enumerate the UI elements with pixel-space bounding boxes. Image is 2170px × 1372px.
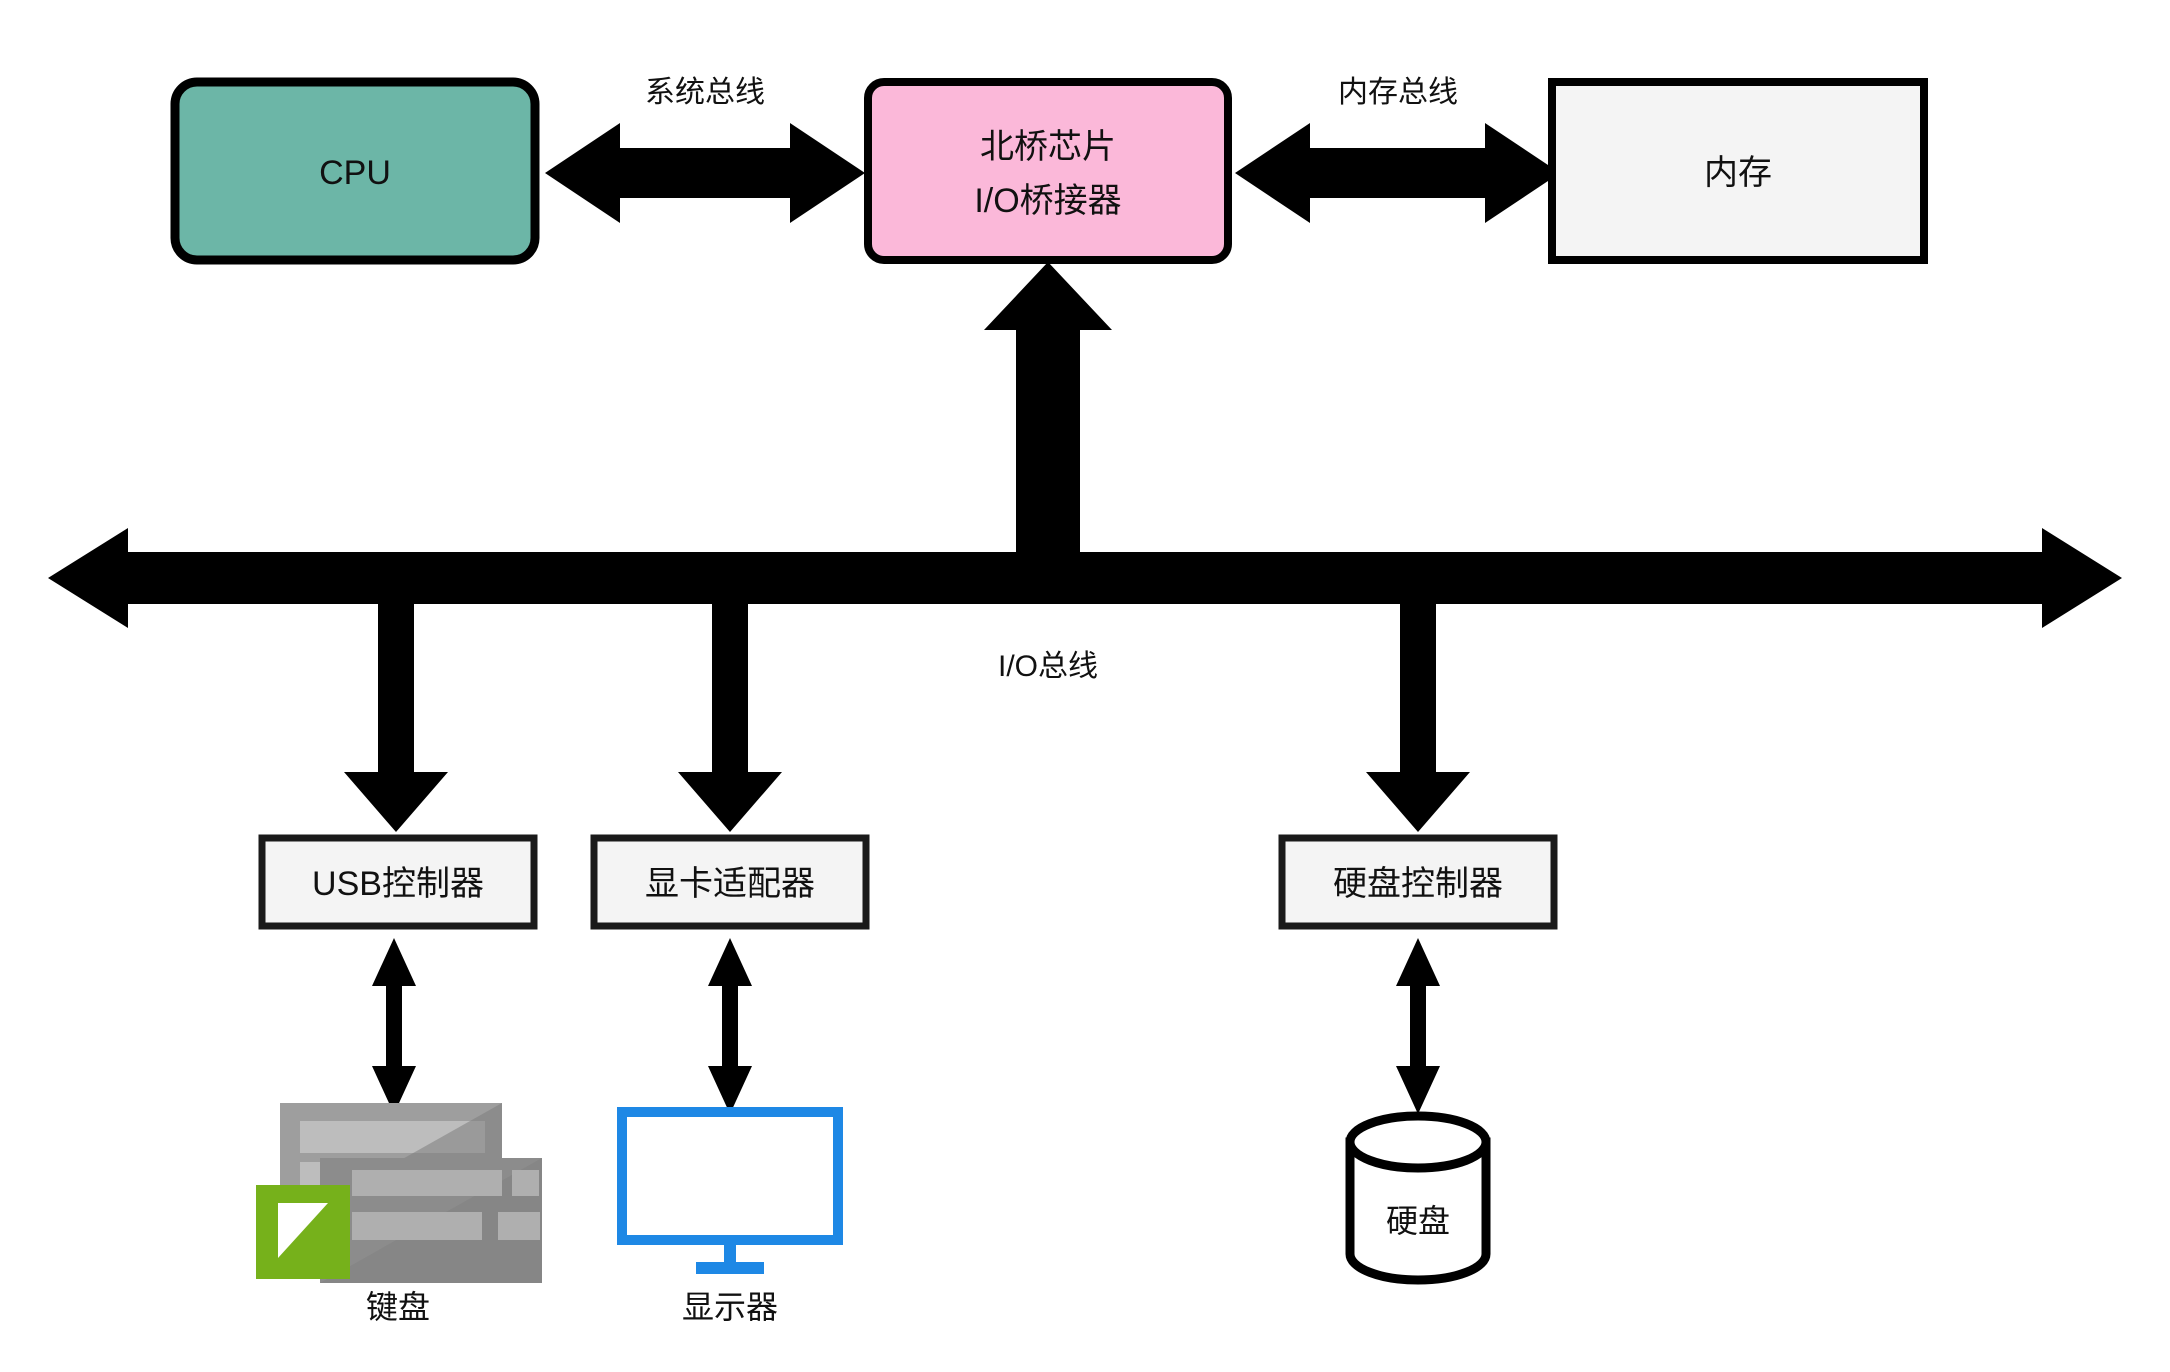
graphics-adapter-to-monitor-arrow bbox=[708, 938, 752, 1114]
memory-box-shape bbox=[1548, 78, 1928, 264]
harddisk-label: 硬盘 bbox=[1386, 1203, 1450, 1239]
disk-controller-box-shape bbox=[1278, 834, 1558, 930]
disk-controller-to-harddisk-arrow bbox=[1396, 938, 1440, 1114]
node-usb-controller[interactable]: USB控制器 bbox=[258, 834, 538, 930]
harddisk-icon: 硬盘 bbox=[1345, 1111, 1491, 1285]
io-bus-to-disk-controller-arrow bbox=[1366, 604, 1470, 832]
memory-bus-label: 内存总线 bbox=[1338, 76, 1458, 109]
northbridge-box-shape bbox=[864, 78, 1232, 264]
memory-bus-arrow bbox=[1235, 123, 1560, 223]
usb-controller-label: USB控制器 bbox=[312, 865, 484, 903]
io-bus-arrow bbox=[48, 528, 2122, 628]
io-bus-label: I/O总线 bbox=[998, 650, 1098, 683]
system-bus-arrow bbox=[545, 123, 865, 223]
monitor-icon bbox=[617, 1107, 843, 1274]
northbridge-label-line1: 北桥芯片 bbox=[980, 128, 1116, 166]
graphics-adapter-label: 显卡适配器 bbox=[645, 865, 815, 903]
node-northbridge[interactable]: 北桥芯片 I/O桥接器 bbox=[864, 78, 1232, 264]
io-bus-to-usb-controller-arrow bbox=[344, 604, 448, 832]
usb-controller-to-keyboard-arrow bbox=[372, 938, 416, 1114]
northbridge-label-line2: I/O桥接器 bbox=[974, 182, 1121, 220]
node-disk-controller[interactable]: 硬盘控制器 bbox=[1278, 834, 1558, 930]
bridge-to-io-bus-arrow bbox=[984, 262, 1112, 590]
node-cpu[interactable]: CPU bbox=[170, 77, 540, 265]
io-bus-to-graphics-adapter-arrow bbox=[678, 604, 782, 832]
memory-label: 内存 bbox=[1704, 154, 1772, 192]
disk-controller-label: 硬盘控制器 bbox=[1333, 865, 1503, 903]
keyboard-icon bbox=[256, 1103, 542, 1283]
monitor-label: 显示器 bbox=[682, 1289, 778, 1325]
cpu-label: CPU bbox=[319, 154, 391, 192]
cpu-box-shape bbox=[170, 77, 540, 265]
usb-controller-box-shape bbox=[258, 834, 538, 930]
node-memory[interactable]: 内存 bbox=[1548, 78, 1928, 264]
system-bus-label: 系统总线 bbox=[645, 76, 765, 109]
graphics-adapter-box-shape bbox=[590, 834, 870, 930]
keyboard-label: 键盘 bbox=[366, 1289, 430, 1325]
node-graphics-adapter[interactable]: 显卡适配器 bbox=[590, 834, 870, 930]
